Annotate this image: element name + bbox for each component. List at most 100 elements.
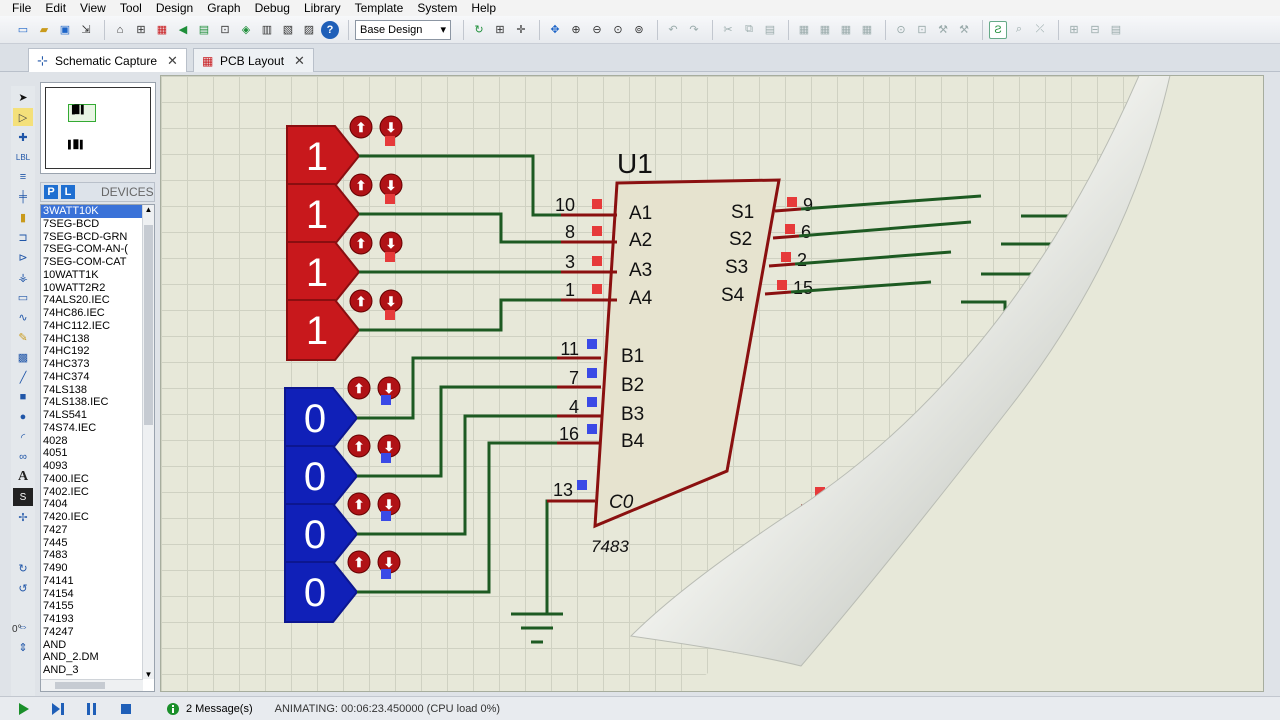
paste-icon[interactable]: ▤	[764, 24, 776, 36]
pan-icon[interactable]: ✥	[550, 24, 560, 36]
rotate-cw-icon[interactable]: ↻	[18, 562, 28, 575]
zoom-area-icon[interactable]: ⊚	[634, 24, 644, 36]
new-file-icon[interactable]: ▭	[17, 24, 29, 36]
device-item[interactable]: 4093	[43, 460, 68, 472]
menu-library[interactable]: Library	[303, 1, 341, 15]
close-icon[interactable]: ✕	[294, 52, 305, 68]
home-icon[interactable]: ⌂	[116, 23, 124, 36]
device-item[interactable]: 74S74.IEC	[43, 421, 97, 434]
device-item[interactable]: 74LS138	[43, 383, 88, 396]
schematic-icon[interactable]: ⊞	[136, 24, 146, 36]
device-item[interactable]: 7445	[43, 536, 68, 549]
device-item[interactable]: 74141	[43, 574, 74, 587]
decompose-icon[interactable]: ⚒	[959, 24, 969, 36]
device-item[interactable]: 7400.IEC	[43, 472, 89, 485]
rotation-angle[interactable]: 0°	[12, 624, 22, 635]
copy-icon[interactable]: ⧉	[745, 23, 753, 35]
device-item[interactable]: 74HC374	[43, 370, 90, 383]
zoom-out-icon[interactable]: ⊖	[592, 24, 602, 36]
new-sheet-icon[interactable]: ⊞	[1069, 24, 1079, 36]
back-icon[interactable]: ◀	[178, 24, 188, 36]
marker-icon[interactable]: ✢	[18, 511, 28, 524]
device-item[interactable]: 74154	[43, 587, 74, 600]
menu-file[interactable]: File	[12, 1, 32, 15]
play-button[interactable]	[14, 701, 34, 717]
device-item[interactable]: 74HC86.IEC	[43, 307, 105, 319]
overview-window[interactable]: ▐▊▌ ▌▊▌	[40, 82, 156, 174]
generator-icon[interactable]: ∿	[18, 311, 28, 324]
tab-schematic-capture[interactable]: ⊹ Schematic Capture ✕	[28, 48, 187, 72]
device-item[interactable]: 7SEG-BCD	[43, 217, 100, 230]
menu-template[interactable]: Template	[354, 1, 404, 15]
undo-icon[interactable]: ↶	[668, 24, 678, 36]
device-item[interactable]: 74LS541	[43, 409, 88, 421]
zoom-all-icon[interactable]: ⊙	[613, 24, 623, 36]
vertical-scrollbar[interactable]: ▲ ▼	[142, 205, 154, 679]
junction-dot-icon[interactable]: ✚	[18, 131, 28, 144]
menu-debug[interactable]: Debug	[254, 1, 290, 15]
device-item[interactable]: 74193	[43, 613, 74, 625]
3d-view-icon[interactable]: ◈	[241, 24, 251, 36]
menu-tool[interactable]: Tool	[119, 1, 142, 15]
redo-icon[interactable]: ↷	[689, 24, 699, 36]
device-item[interactable]: 4051	[43, 447, 68, 460]
line-icon[interactable]: ╱	[19, 371, 27, 384]
help-icon[interactable]: ?	[321, 20, 339, 39]
device-item[interactable]: 74HC373	[43, 358, 90, 370]
mirror-vertical-icon[interactable]: ⇕	[18, 641, 28, 654]
device-item[interactable]: 7SEG-COM-AN-(	[43, 243, 128, 256]
device-item[interactable]: 7SEG-COM-CAT	[43, 256, 127, 268]
graph-mode-icon[interactable]: ⚶	[18, 271, 28, 284]
packaging-tool-icon[interactable]: ⚒	[938, 24, 948, 36]
device-item[interactable]: AND_2.DM	[43, 651, 99, 664]
block-copy-icon[interactable]: ▦	[798, 24, 810, 36]
device-item[interactable]: 3WATT10K	[41, 205, 154, 218]
block-rotate-icon[interactable]: ▦	[840, 24, 852, 36]
subcircuit-icon[interactable]: ▮	[19, 211, 27, 224]
mirror-horizontal-icon[interactable]: ⇔	[17, 621, 29, 633]
source-code-icon[interactable]: ▧	[282, 24, 294, 36]
remove-sheet-icon[interactable]: ⊟	[1090, 24, 1100, 36]
pick-device-icon[interactable]: ⊙	[896, 24, 906, 36]
gerber-icon[interactable]: ⊡	[220, 24, 230, 36]
text-icon[interactable]: A	[17, 469, 29, 484]
library-manager-button[interactable]: L	[61, 185, 75, 199]
menu-design[interactable]: Design	[155, 1, 194, 15]
device-item[interactable]: 7404	[43, 498, 68, 511]
circle-icon[interactable]: ●	[19, 411, 27, 423]
stop-button[interactable]	[116, 701, 136, 717]
device-item[interactable]: 74ALS20.IEC	[43, 294, 110, 307]
device-item[interactable]: 7402.IEC	[43, 485, 89, 498]
device-item[interactable]: 4028	[43, 434, 68, 447]
device-item[interactable]: 7SEG-BCD-GRN	[43, 230, 128, 243]
make-device-icon[interactable]: ⊡	[917, 24, 927, 36]
box-icon[interactable]: ■	[19, 391, 27, 403]
symbol-icon[interactable]: S	[13, 488, 33, 506]
search-icon[interactable]: ⌕	[1015, 23, 1023, 35]
text-script-icon[interactable]: ≡	[19, 171, 27, 183]
buses-icon[interactable]: ╪	[19, 191, 27, 203]
device-item[interactable]: 7483	[43, 549, 68, 562]
device-item[interactable]: 7420.IEC	[43, 511, 89, 523]
messages-indicator[interactable]: 2 Message(s)	[166, 702, 253, 716]
scroll-thumb[interactable]	[144, 225, 153, 425]
horizontal-scrollbar[interactable]	[41, 679, 143, 691]
wire-autorouter-icon[interactable]: Ƨ	[989, 20, 1007, 39]
design-variant-select[interactable]: Base Design ▾	[355, 19, 451, 40]
block-delete-icon[interactable]: ▦	[861, 24, 873, 36]
scroll-down-icon[interactable]: ▼	[144, 670, 153, 679]
device-item[interactable]: 74HC192	[43, 345, 90, 358]
cut-icon[interactable]: ✂	[723, 24, 733, 36]
selection-mode-icon[interactable]: ➤	[18, 91, 28, 104]
arc-icon[interactable]: ◜	[20, 431, 26, 444]
scroll-up-icon[interactable]: ▲	[144, 205, 153, 214]
device-item[interactable]: 74155	[43, 600, 74, 613]
open-folder-icon[interactable]: ▰	[39, 24, 49, 36]
hscroll-thumb[interactable]	[55, 682, 105, 689]
device-item[interactable]: 7490	[43, 562, 68, 574]
voltage-probe-icon[interactable]: ✎	[18, 331, 28, 344]
design-explorer-icon[interactable]: ▥	[261, 24, 273, 36]
device-item[interactable]: 74LS138.IEC	[43, 396, 109, 409]
pause-button[interactable]	[82, 701, 102, 717]
